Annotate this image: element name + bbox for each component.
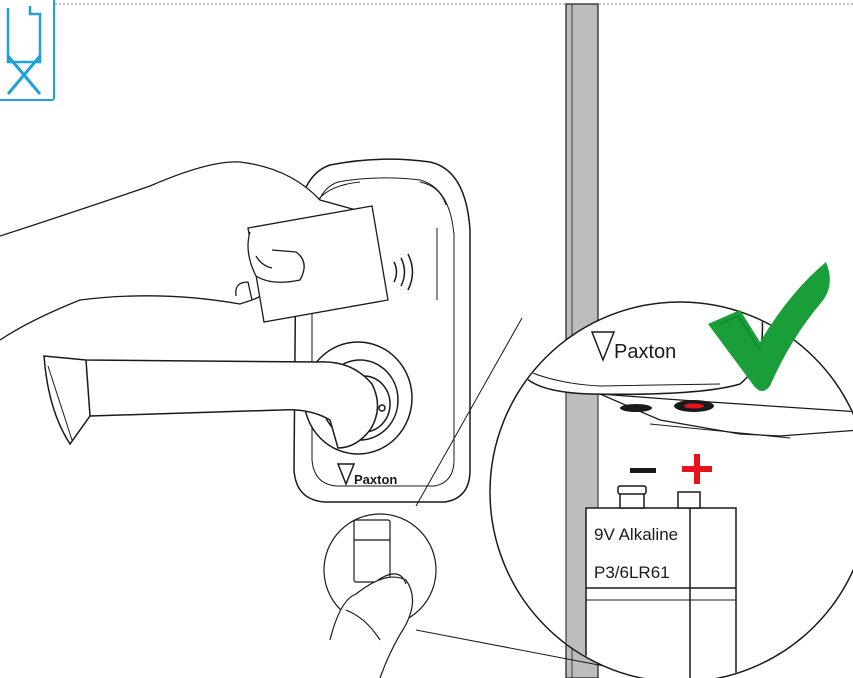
contact-negative (620, 404, 652, 412)
zoom-circle: 9V Alkaline P3/6LR61 Paxton (490, 300, 853, 678)
battery-label-line2: P3/6LR61 (594, 563, 670, 582)
battery-hand-detail (324, 514, 436, 678)
paxton-label-main: Paxton (354, 472, 397, 487)
minus-symbol (630, 468, 656, 473)
battery-crossed-icon (0, 0, 54, 100)
battery-label-line1: 9V Alkaline (594, 525, 678, 544)
paxton-label-zoom: Paxton (614, 341, 676, 363)
battery-9v (586, 486, 736, 678)
